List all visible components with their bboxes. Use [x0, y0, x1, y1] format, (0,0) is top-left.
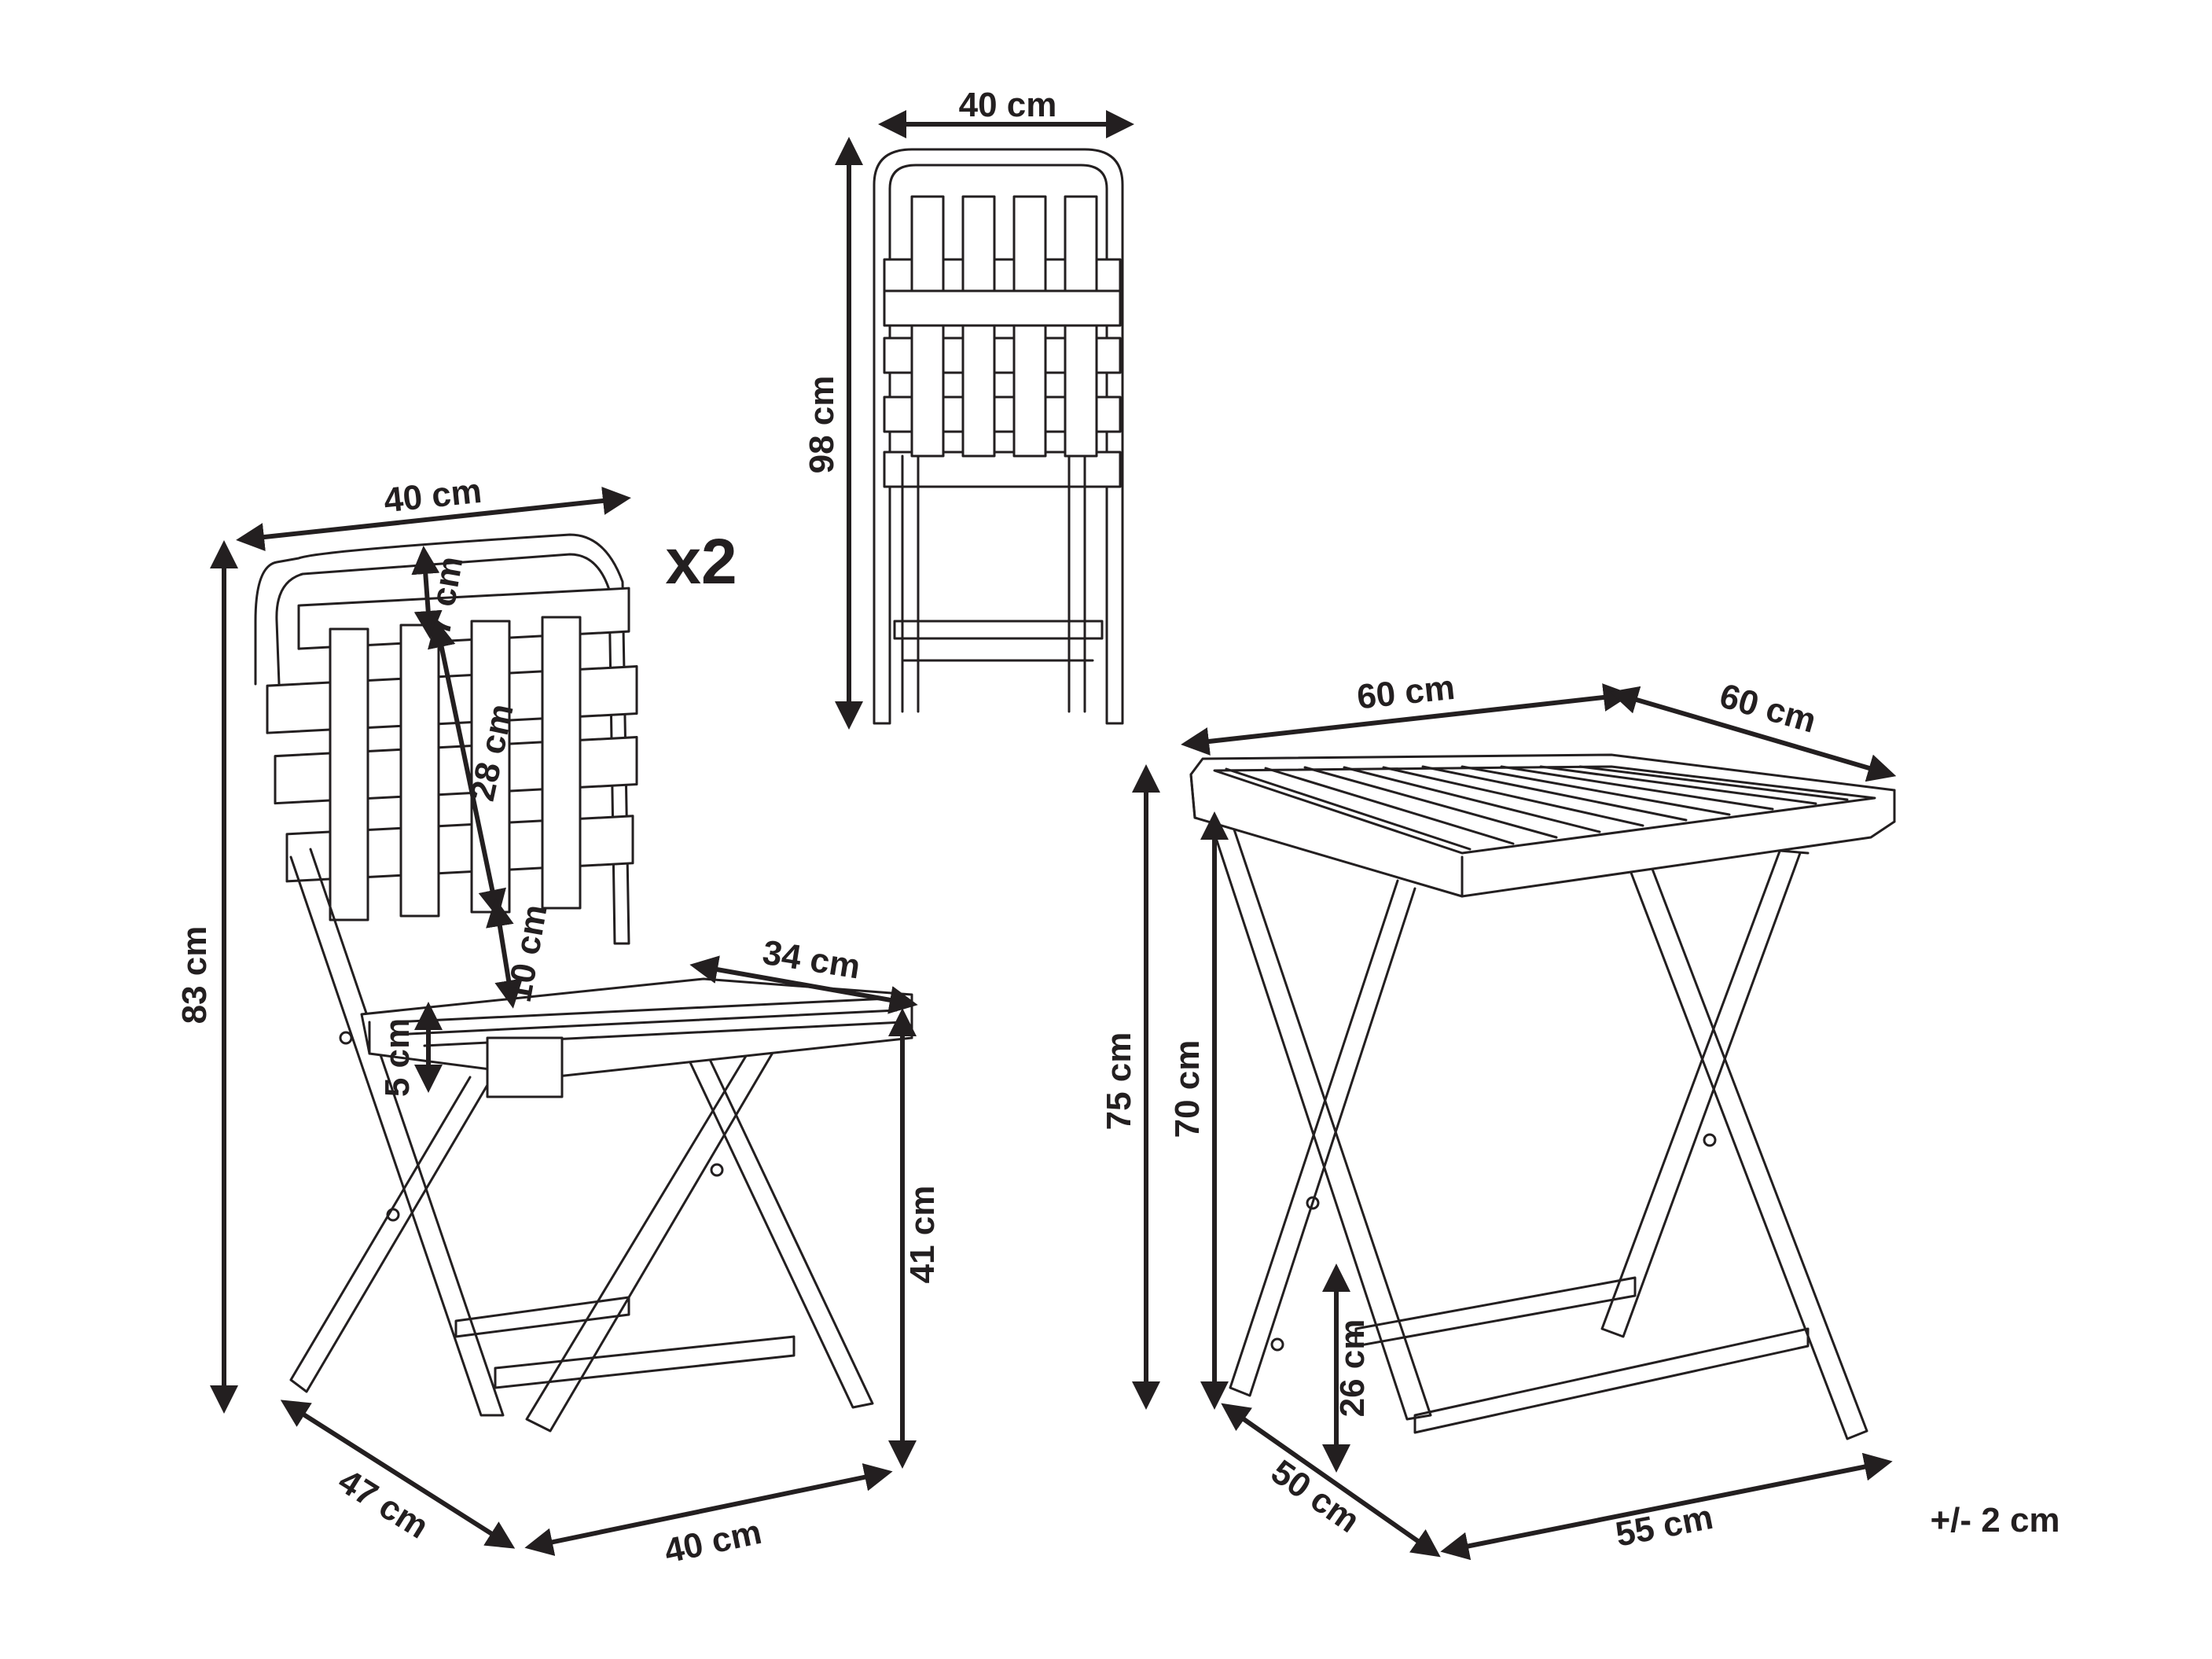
- table-depth-dimension: 60 cm: [1609, 676, 1897, 782]
- folded-chair-drawing: [873, 148, 1124, 725]
- folded-chair-height-dimension: 98 cm: [803, 137, 863, 730]
- seat-thickness-dimension: 5 cm: [378, 1002, 443, 1097]
- chair-depth-base-label: 47 cm: [332, 1462, 435, 1547]
- chair-top-width-dimension: 40 cm: [236, 472, 631, 551]
- tolerance-label: +/- 2 cm: [1930, 1501, 2060, 1539]
- table-height-under-top-dimension: 70 cm: [1168, 811, 1229, 1410]
- table-depth-label: 60 cm: [1715, 676, 1820, 740]
- chair-height-label: 83 cm: [175, 926, 214, 1024]
- table-height-dimension: 75 cm: [1100, 764, 1160, 1410]
- table-drawing: [1189, 753, 1896, 1440]
- table-height-under-top-label: 70 cm: [1168, 1040, 1207, 1138]
- folded-chair-width-dimension: 40 cm: [878, 86, 1134, 138]
- chair-width-base-label: 40 cm: [661, 1513, 765, 1571]
- table-base-depth-dimension: 50 cm: [1221, 1403, 1441, 1558]
- chair-width-base-dimension: 40 cm: [524, 1463, 893, 1571]
- backrest-seat-gap-dimension: 10 cm: [486, 898, 555, 1009]
- table-stretcher-height-dimension: 26 cm: [1322, 1264, 1372, 1473]
- seat-height-dimension: 41 cm: [888, 1008, 942, 1469]
- chair-top-width-label: 40 cm: [382, 472, 483, 521]
- folded-chair-width-label: 40 cm: [959, 86, 1057, 124]
- table-base-width-dimension: 55 cm: [1440, 1452, 1893, 1561]
- chair-depth-base-dimension: 47 cm: [280, 1400, 516, 1549]
- chair-height-dimension: 83 cm: [175, 540, 238, 1414]
- table-base-width-label: 55 cm: [1612, 1498, 1716, 1554]
- backrest-seat-gap-label: 10 cm: [500, 902, 555, 1005]
- seat-thickness-label: 5 cm: [378, 1018, 417, 1097]
- table-stretcher-height-label: 26 cm: [1333, 1319, 1372, 1418]
- chair-quantity-label: x2: [665, 526, 737, 598]
- table-height-label: 75 cm: [1100, 1032, 1138, 1131]
- table-width-label: 60 cm: [1355, 668, 1457, 717]
- folded-chair-height-label: 98 cm: [803, 376, 841, 474]
- table-width-dimension: 60 cm: [1181, 668, 1632, 756]
- seat-height-label: 41 cm: [903, 1186, 942, 1284]
- chair-drawing: [254, 533, 913, 1433]
